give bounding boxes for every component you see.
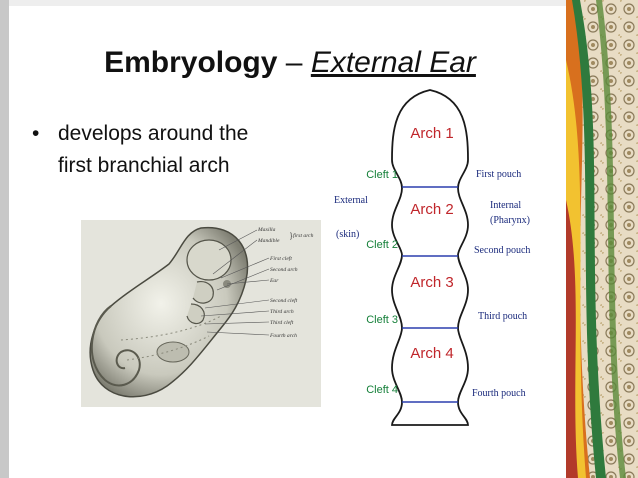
label-third-cleft: Third cleft [270, 319, 294, 326]
slide-title: Embryology – External Ear [0, 46, 580, 80]
bullet-glyph: • [32, 122, 40, 145]
embryo-tail [90, 305, 141, 387]
label-first-arch: first arch [293, 232, 314, 239]
slide-left-border [0, 0, 9, 478]
cleft-4-label: Cleft 4 [366, 384, 398, 396]
title-dash: – [285, 46, 303, 79]
label-second-cleft: Second cleft [270, 297, 298, 304]
cleft-2-label: Cleft 2 [366, 239, 398, 251]
pharynx-label: (Pharynx) [490, 215, 530, 226]
arch-4-label: Arch 4 [410, 345, 453, 362]
arch-2-label: Arch 2 [410, 201, 453, 218]
arch-dividers [402, 186, 458, 403]
label-mandible: Mandible [257, 238, 280, 244]
external-label: External [334, 195, 368, 206]
bullet-point: • develops around the first branchial ar… [32, 118, 249, 182]
arch-column-outline [391, 89, 469, 426]
first-pouch-label: First pouch [476, 169, 521, 180]
internal-label: Internal [490, 200, 521, 211]
label-maxilla: Maxilla [257, 227, 276, 233]
bullet-line-1: develops around the [58, 122, 249, 145]
title-main: Embryology [104, 46, 278, 79]
arch-3-label: Arch 3 [410, 274, 453, 291]
label-first-cleft: First cleft [269, 255, 292, 262]
label-second-arch: Second arch [270, 267, 298, 273]
decorative-paisley-strip [566, 0, 638, 478]
fourth-pouch-label: Fourth pouch [472, 388, 526, 399]
cleft-1-label: Cleft 1 [366, 169, 398, 181]
second-pouch-label: Second pouch [474, 245, 530, 256]
skin-label: (skin) [336, 229, 359, 240]
slide-top-band [9, 0, 566, 6]
label-fourth-arch: Fourth arch [269, 333, 297, 339]
embryo-ear-pit [223, 280, 231, 288]
third-pouch-label: Third pouch [478, 311, 527, 322]
cleft-3-label: Cleft 3 [366, 314, 398, 326]
embryo-illustration: Maxilla Mandible first arch First cleft … [81, 220, 321, 407]
bullet-line-2: first branchial arch [58, 154, 230, 177]
label-ear: Ear [269, 278, 279, 284]
svg-text:}: } [290, 233, 293, 240]
title-subtitle: External Ear [310, 46, 476, 79]
label-third-arch: Third arch [270, 309, 294, 315]
arch-1-label: Arch 1 [410, 125, 453, 142]
